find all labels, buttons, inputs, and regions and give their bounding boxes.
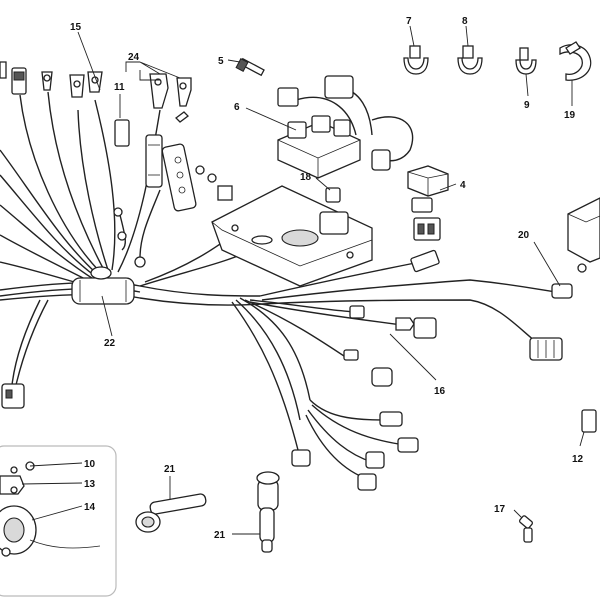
part-8-clip bbox=[457, 45, 483, 75]
callout-24: 24 bbox=[128, 52, 140, 63]
callout-8: 8 bbox=[462, 16, 468, 27]
callout-5: 5 bbox=[218, 56, 224, 67]
callout-22: 22 bbox=[104, 338, 116, 349]
inset-detail-box bbox=[0, 445, 117, 597]
connector-20 bbox=[529, 283, 573, 361]
callout-20: 20 bbox=[518, 230, 530, 241]
callout-9: 9 bbox=[524, 100, 530, 111]
top-left-terminals bbox=[0, 61, 103, 98]
callout-21-upper: 21 bbox=[164, 464, 176, 475]
ground-strap bbox=[113, 111, 197, 268]
part-19-p-clip bbox=[559, 41, 592, 81]
part-11-cover bbox=[114, 119, 130, 147]
part-18-connector bbox=[325, 187, 341, 203]
control-unit-outline bbox=[567, 197, 600, 273]
callout-4: 4 bbox=[460, 180, 466, 191]
part-21-ignition-cap-b bbox=[256, 471, 280, 553]
callout-21-lower: 21 bbox=[214, 530, 226, 541]
callout-17: 17 bbox=[494, 504, 506, 515]
leader-lines bbox=[21, 25, 585, 535]
callout-12: 12 bbox=[572, 454, 584, 465]
connector-16 bbox=[291, 249, 440, 491]
callout-labels: 15 24 11 5 6 7 8 9 19 18 4 20 22 16 10 1… bbox=[70, 16, 584, 541]
part-17-terminal bbox=[519, 515, 533, 543]
callout-6: 6 bbox=[234, 102, 240, 113]
part-4-relay-holders bbox=[407, 165, 449, 241]
callout-18: 18 bbox=[300, 172, 312, 183]
callout-15: 15 bbox=[70, 22, 82, 33]
callout-11: 11 bbox=[114, 82, 125, 93]
callout-14: 14 bbox=[84, 502, 96, 513]
part-6-fuse-relay-box bbox=[277, 75, 414, 179]
part-12-clip bbox=[581, 409, 597, 433]
part-24-terminals bbox=[145, 73, 192, 188]
callout-10: 10 bbox=[84, 459, 96, 470]
callout-16: 16 bbox=[434, 386, 446, 397]
callout-13: 13 bbox=[84, 479, 96, 490]
part-5-bolt bbox=[235, 57, 265, 77]
part-21-ignition-cap-a bbox=[135, 493, 207, 533]
callout-7: 7 bbox=[406, 16, 412, 27]
callout-19: 19 bbox=[564, 110, 576, 121]
fuse-box-bracket bbox=[195, 165, 373, 287]
left-connector bbox=[1, 383, 25, 409]
part-9-clip bbox=[515, 47, 537, 75]
part-7-clip bbox=[403, 45, 429, 75]
